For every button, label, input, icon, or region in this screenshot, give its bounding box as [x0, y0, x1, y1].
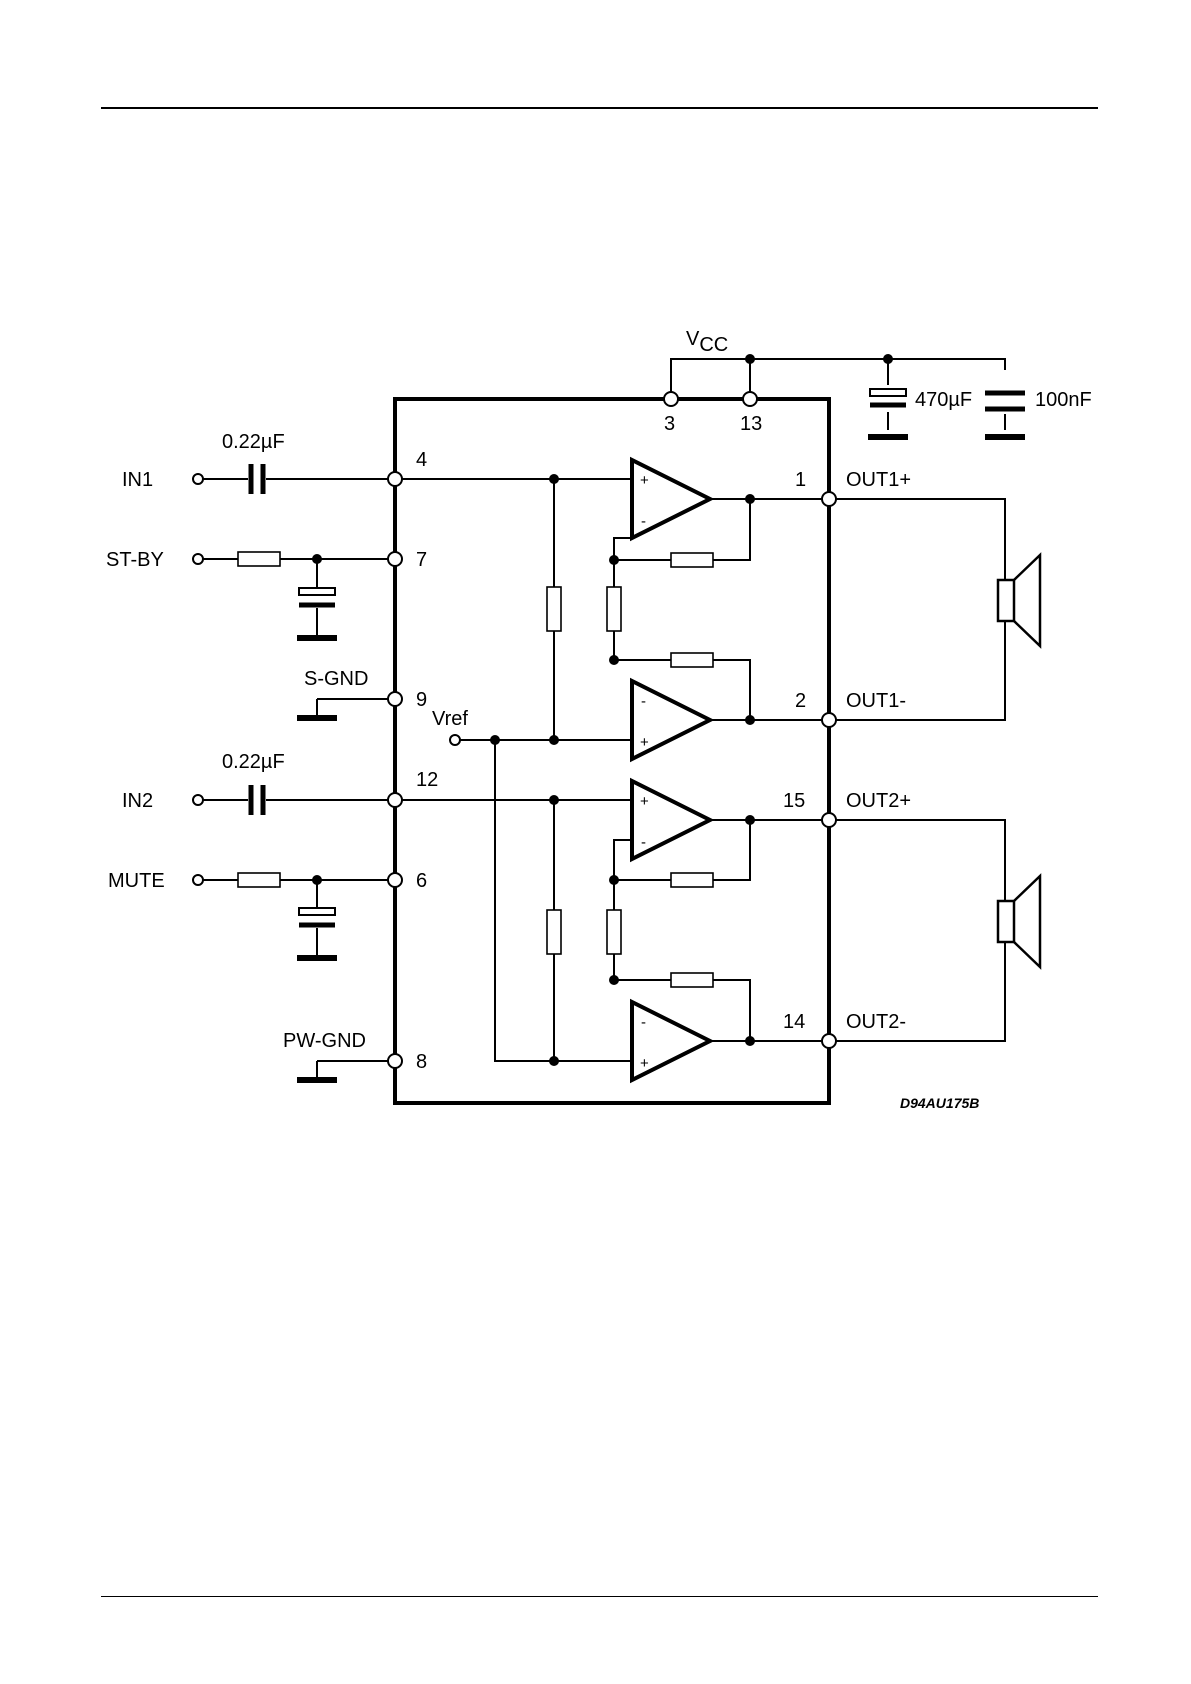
pin-14 [822, 1034, 836, 1048]
bias-resistor-upper [547, 479, 561, 740]
opamp-minus-sign: - [641, 834, 646, 851]
sgnd-net [297, 692, 402, 718]
pin-4 [388, 472, 402, 486]
stby-label: ST-BY [106, 549, 164, 571]
pin-1 [822, 492, 836, 506]
amplifier-1-positive: + - [607, 460, 825, 720]
pin-7 [388, 552, 402, 566]
opamp-plus-sign: + [640, 734, 649, 751]
ic-package [395, 399, 829, 1103]
pin-12-label: 12 [416, 769, 438, 791]
amplifier-2-positive: + - [607, 781, 825, 1041]
in2-terminal [193, 795, 203, 805]
pin-9-label: 9 [416, 689, 427, 711]
mute-terminal [193, 875, 203, 885]
speaker-icon [998, 901, 1014, 942]
pin-12 [388, 793, 402, 807]
speaker-1 [836, 499, 1040, 720]
in2-net [193, 785, 632, 815]
in1-terminal [193, 474, 203, 484]
opamp-minus-sign: - [641, 513, 646, 530]
out2-plus-label: OUT2+ [846, 790, 911, 812]
pin-1-label: 1 [795, 469, 806, 491]
opamp-minus-sign: - [641, 693, 646, 710]
pin-3 [664, 392, 678, 406]
pin-6-label: 6 [416, 870, 427, 892]
in2-label: IN2 [122, 790, 153, 812]
pwgnd-label: PW-GND [283, 1030, 366, 1052]
speaker-icon [998, 580, 1014, 621]
pin-15 [822, 813, 836, 827]
out2-minus-label: OUT2- [846, 1011, 906, 1033]
stby-resistor [238, 552, 280, 566]
pin-14-label: 14 [783, 1011, 805, 1033]
cap-470uf-label: 470µF [915, 389, 972, 411]
mute-label: MUTE [108, 870, 165, 892]
in1-net [193, 464, 632, 494]
vref-net [450, 735, 632, 1066]
bias-resistor-lower [547, 800, 561, 1061]
pin-13 [743, 392, 757, 406]
mute-net [193, 873, 402, 958]
mute-resistor [238, 873, 280, 887]
cap-in1-label: 0.22µF [222, 431, 285, 453]
vcc-junction [745, 354, 755, 364]
speaker-2 [836, 820, 1040, 1041]
opamp-plus-sign: + [640, 472, 649, 489]
cap-100nf-label: 100nF [1035, 389, 1092, 411]
opamp-plus-sign: + [640, 793, 649, 810]
opamp-plus-sign: + [640, 1055, 649, 1072]
pin-3-label: 3 [664, 413, 675, 435]
pin-2-label: 2 [795, 690, 806, 712]
vcc-junction [883, 354, 893, 364]
pin-9 [388, 692, 402, 706]
sgnd-label: S-GND [304, 668, 368, 690]
pin-13-label: 13 [740, 413, 762, 435]
opamp-minus-sign: - [641, 1014, 646, 1031]
pin-2 [822, 713, 836, 727]
vcc-label: VCC [686, 328, 728, 356]
pin-8-label: 8 [416, 1051, 427, 1073]
in1-label: IN1 [122, 469, 153, 491]
cap-in2-label: 0.22µF [222, 751, 285, 773]
pin-15-label: 15 [783, 790, 805, 812]
pin-6 [388, 873, 402, 887]
pwgnd-net [297, 1054, 402, 1080]
vref-label: Vref [432, 708, 468, 730]
pin-7-label: 7 [416, 549, 427, 571]
out1-minus-label: OUT1- [846, 690, 906, 712]
pin-4-label: 4 [416, 449, 427, 471]
stby-terminal [193, 554, 203, 564]
stby-net [193, 552, 402, 638]
figure-code: D94AU175B [900, 1095, 979, 1111]
out1-plus-label: OUT1+ [846, 469, 911, 491]
pin-8 [388, 1054, 402, 1068]
vref-terminal [450, 735, 460, 745]
